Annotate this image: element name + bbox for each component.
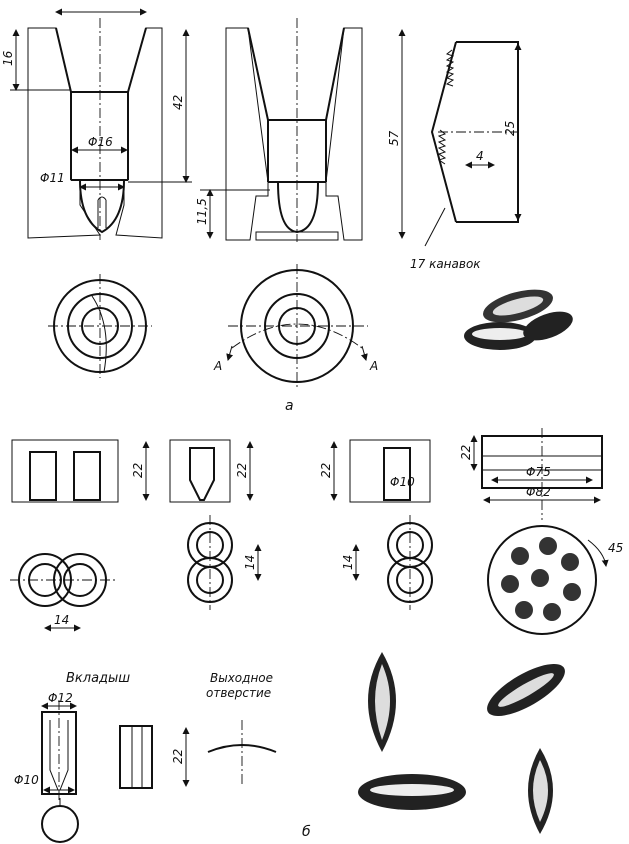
die-b3-section: [330, 439, 431, 503]
dim-42: 42: [171, 95, 185, 110]
dim-dia10-top: Φ10: [390, 475, 415, 489]
die-section-middle: [200, 18, 406, 242]
dim-w14-1: 14: [54, 613, 69, 627]
outlet-opening: [207, 720, 277, 786]
die-b2-section: [169, 439, 254, 503]
dim-dia11: Φ11: [40, 171, 65, 185]
dim-dia12: Φ12: [48, 691, 73, 705]
die-plan-left: [48, 274, 152, 378]
die-plan-middle: [226, 264, 368, 390]
insert-section-view: [119, 725, 190, 789]
die-b1-plan: [10, 553, 116, 632]
dim-h14-2: 14: [243, 555, 257, 570]
product-shells-b: [358, 652, 565, 834]
dim-h22-3: 22: [319, 463, 333, 478]
grooved-insert-profile: [424, 41, 522, 247]
section-marker-left: A: [213, 359, 222, 373]
die-b2-plan: [187, 515, 262, 610]
dim-dia10-bottom: Φ10: [14, 773, 39, 787]
dim-h22-4: 22: [459, 445, 473, 460]
outlet-title-line1: Выходное: [210, 671, 273, 685]
insert-title: Вкладыш: [66, 671, 130, 686]
die-b4-disc-section: [470, 428, 603, 520]
die-section-left: [10, 8, 192, 240]
dim-16: 16: [1, 50, 15, 66]
section-marker-right: A: [369, 359, 378, 373]
caption-a: а: [285, 398, 294, 414]
caption-b: б: [302, 824, 311, 840]
dim-h14-3: 14: [341, 555, 355, 570]
dim-h22-2: 22: [235, 463, 249, 478]
product-shells-a: [464, 289, 573, 350]
die-b1-section: [11, 439, 150, 503]
outlet-title-line2: отверстие: [206, 686, 271, 700]
insert-front-view: [41, 700, 79, 843]
dim-dia75: Φ75: [526, 465, 551, 479]
dim-11-5: 11,5: [195, 198, 209, 225]
die-b4-plan: [487, 525, 609, 635]
grooves-label: 17 канавок: [410, 257, 481, 271]
dim-25: 25: [503, 121, 517, 136]
dim-dia82: Φ82: [526, 485, 551, 499]
dim-h22-1: 22: [131, 463, 145, 478]
dim-deg45: 45: [608, 541, 623, 555]
dim-dia16: Φ16: [88, 135, 113, 149]
dim-h22-5: 22: [171, 749, 185, 764]
die-b3-plan: [352, 515, 433, 610]
dim-57: 57: [387, 130, 401, 146]
dim-4: 4: [476, 149, 484, 163]
